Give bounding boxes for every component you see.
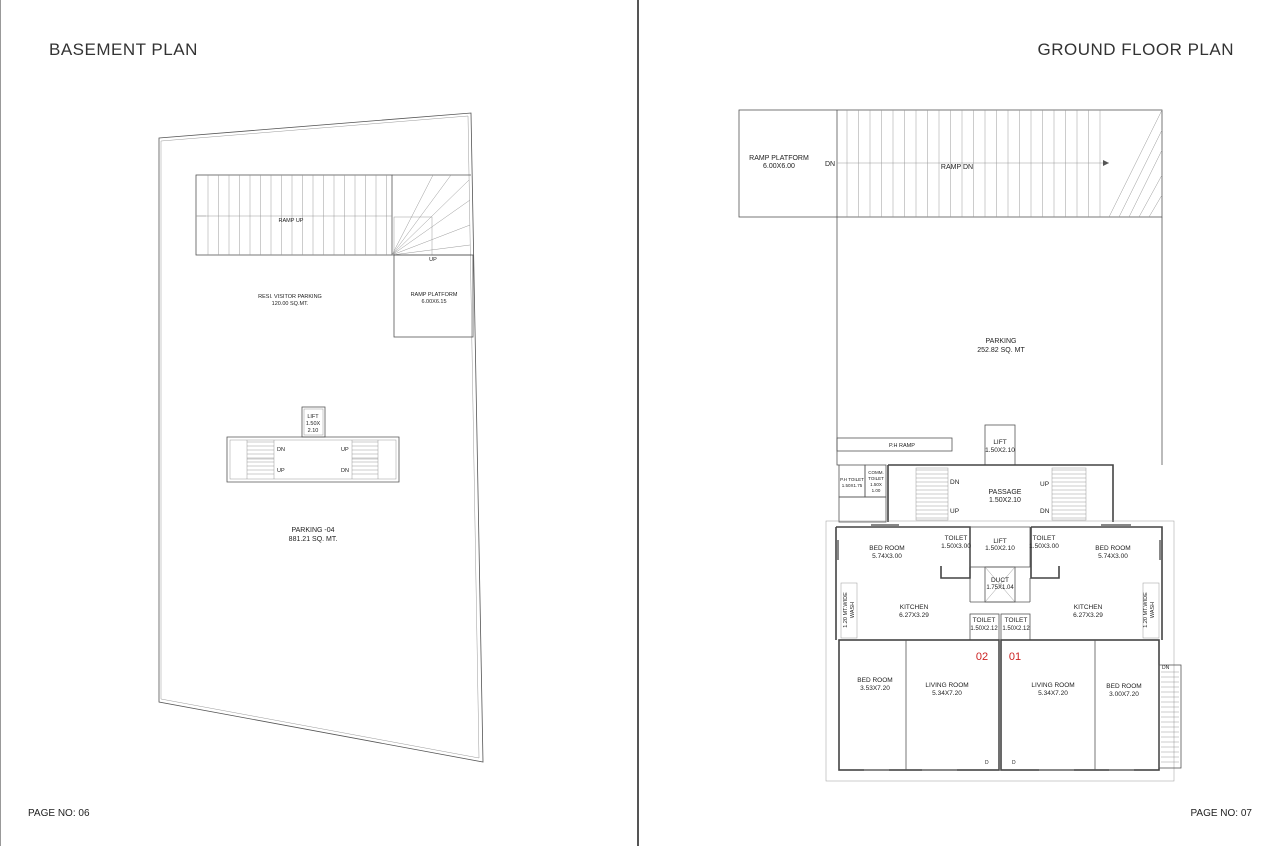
bed-room-left-label: BED ROOM <box>869 545 904 552</box>
bed-room-right-size: 5.74X3.00 <box>1098 553 1128 560</box>
basement-plan-title: BASEMENT PLAN <box>49 40 198 59</box>
dn-left-label: DN <box>950 479 960 486</box>
wash-left-line1: 1.20 MT.WIDE <box>843 592 849 628</box>
parking-boundary <box>836 217 839 466</box>
toilet-b-size: 1.50X2.12 <box>1002 626 1030 632</box>
ramp-platform-size: 6.00X6.00 <box>763 163 795 170</box>
ramp-platform-label: RAMP PLATFORM <box>411 292 458 298</box>
lift-size-line1: 1.50X <box>306 421 321 427</box>
toilet-a-size: 1.50X2.12 <box>970 626 998 632</box>
duct-label: DUCT <box>991 577 1009 584</box>
toilet-left-size: 1.50X3.00 <box>941 543 971 550</box>
lift-label: LIFT <box>307 414 319 420</box>
bed-room-right-label: BED ROOM <box>1095 545 1130 552</box>
ground-core <box>838 464 1114 523</box>
living-room-left-size: 5.34X7.20 <box>932 690 962 697</box>
comm-toilet-line2: TOILET <box>868 476 884 481</box>
ph-toilet-label: P.H TOILET <box>840 477 864 482</box>
lift-mid-size: 1.50X2.10 <box>985 545 1015 552</box>
up-label: UP <box>429 257 437 263</box>
living-room-left-label: LIVING ROOM <box>925 682 968 689</box>
up-right-label: UP <box>1040 481 1049 488</box>
basement-core <box>226 406 400 483</box>
visitor-parking-area: 120.00 SQ.MT. <box>272 301 309 307</box>
ramp-platform-area <box>393 254 474 338</box>
door-right-marker: D <box>1012 760 1016 766</box>
kitchen-left-size: 6.27X3.29 <box>899 612 929 619</box>
parking-label: PARKING <box>986 338 1017 345</box>
basement-plan-page: BASEMENT PLAN RAMP UP UP RAMP PLATFORM 6… <box>0 0 638 846</box>
ground-floor-plan-page: GROUND FLOOR PLAN RAMP PLATFORM 6.00X6.0… <box>638 0 1278 846</box>
ground-ramp <box>738 109 1163 218</box>
basement-boundary <box>158 112 484 763</box>
wash-right-line2: WASH <box>1150 602 1156 618</box>
page-number-07: PAGE NO: 07 <box>1190 808 1252 819</box>
unit-02-number: 02 <box>976 651 988 663</box>
page-number-06: PAGE NO: 06 <box>28 808 90 819</box>
up-left-label: UP <box>277 468 285 474</box>
comm-toilet-line1: COMM. <box>868 470 884 475</box>
ph-ramp <box>836 437 953 452</box>
living-room-right-label: LIVING ROOM <box>1031 682 1074 689</box>
toilet-a-label: TOILET <box>973 617 996 624</box>
door-left-marker: D <box>985 760 989 766</box>
parking-area: 252.82 SQ. MT <box>977 347 1025 354</box>
up-right-label: UP <box>341 447 349 453</box>
bed-room-bottom-right-size: 3.00X7.20 <box>1109 691 1139 698</box>
dn-right-label: DN <box>341 468 349 474</box>
comm-toilet-line3: 1.50X <box>870 482 882 487</box>
top-lift-label: LIFT <box>993 439 1006 446</box>
parking-label: PARKING -04 <box>291 527 334 534</box>
duct-size: 1.75X1.04 <box>986 585 1014 591</box>
comm-toilet-line4: 1.00 <box>872 488 881 493</box>
apartments <box>825 520 1182 782</box>
visitor-parking-label: RESI. VISITOR PARKING <box>258 294 322 300</box>
toilet-b-label: TOILET <box>1005 617 1028 624</box>
ramp-up-label: RAMP UP <box>279 218 304 224</box>
bed-room-left-size: 5.74X3.00 <box>872 553 902 560</box>
ramp-platform-size: 6.00X6.15 <box>421 299 446 305</box>
bed-room-bottom-left-label: BED ROOM <box>857 677 892 684</box>
living-room-right-size: 5.34X7.20 <box>1038 690 1068 697</box>
ground-floor-plan-drawing: RAMP PLATFORM 6.00X6.00 DN RAMP DN PARKI… <box>738 109 1182 782</box>
lift-mid-label: LIFT <box>993 538 1006 545</box>
toilet-right-size: 1.50X3.00 <box>1029 543 1059 550</box>
toilet-right-label: TOILET <box>1033 535 1056 542</box>
unit-01-number: 01 <box>1009 651 1021 663</box>
ramp-platform-label: RAMP PLATFORM <box>749 155 809 162</box>
passage-label: PASSAGE <box>989 489 1022 496</box>
basement-boundary-inner <box>160 115 480 759</box>
passage-size: 1.50X2.10 <box>989 497 1021 504</box>
kitchen-right-size: 6.27X3.29 <box>1073 612 1103 619</box>
ph-toilet-size: 1.50X1.75 <box>842 483 863 488</box>
basement-plan-drawing: RAMP UP UP RAMP PLATFORM 6.00X6.15 RESI.… <box>158 112 484 763</box>
bed-room-bottom-left-size: 3.53X7.20 <box>860 685 890 692</box>
lift-size-line2: 2.10 <box>308 428 319 434</box>
dn-left-label: DN <box>277 447 285 453</box>
side-stair-dn-label: DN <box>1162 665 1170 671</box>
top-lift-size: 1.50X2.10 <box>985 447 1015 454</box>
parking-area: 881.21 SQ. MT. <box>289 536 338 543</box>
wash-right-line1: 1.20 MT.WIDE <box>1143 592 1149 628</box>
up-left-label: UP <box>950 508 959 515</box>
ramp-dn-label: RAMP DN <box>941 164 973 171</box>
toilet-left-label: TOILET <box>945 535 968 542</box>
wash-left-line2: WASH <box>850 602 856 618</box>
kitchen-right-label: KITCHEN <box>1074 604 1103 611</box>
ramp-dn-marker: DN <box>825 161 835 168</box>
ph-ramp-label: P.H RAMP <box>889 443 915 449</box>
ground-floor-plan-title: GROUND FLOOR PLAN <box>1037 40 1234 59</box>
basement-ramp <box>195 174 471 256</box>
bed-room-bottom-right-label: BED ROOM <box>1106 683 1141 690</box>
kitchen-left-label: KITCHEN <box>900 604 929 611</box>
dn-right-label: DN <box>1040 508 1050 515</box>
